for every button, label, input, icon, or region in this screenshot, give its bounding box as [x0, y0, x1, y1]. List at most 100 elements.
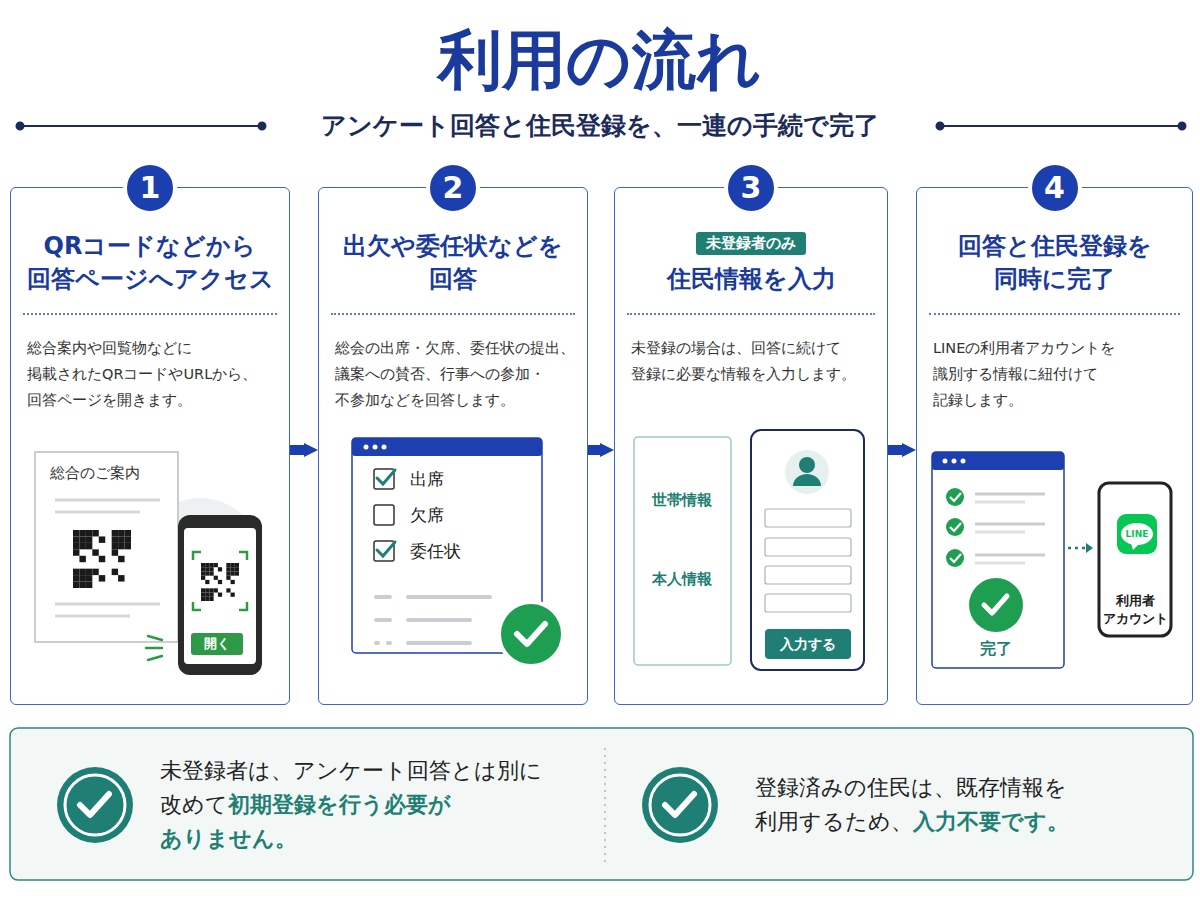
illustration-part	[118, 575, 124, 581]
illustration-part	[1131, 543, 1139, 550]
illustration-part	[642, 767, 718, 843]
illustration-part	[969, 578, 1023, 632]
illustration-part	[765, 509, 851, 612]
form-section-label: 世帯情報	[637, 489, 727, 511]
illustration-part	[218, 593, 222, 597]
status-label: 完了	[966, 638, 1026, 660]
illustration-part	[193, 552, 201, 560]
illustration-part	[376, 597, 490, 643]
illustration-part	[239, 552, 247, 560]
illustration-part	[112, 549, 118, 555]
illustration-part	[226, 571, 230, 575]
step-description: 総合案内や回覧物などに 掲載されたQRコードやURLから、 回答ページを開きます…	[23, 335, 277, 413]
illustration-part	[118, 556, 124, 562]
step-heading: 住民情報を入力	[667, 263, 836, 297]
illustration-part	[940, 125, 1182, 127]
illustration-part	[205, 593, 209, 597]
step-description: 総会の出席・欠席、委任状の提出、 議案への賛否、行事への参加・ 不参加などを回答…	[331, 335, 575, 413]
illustration-part	[79, 569, 85, 575]
illustration-part	[975, 523, 1045, 526]
illustration-part	[112, 543, 118, 549]
illustration-part	[79, 530, 85, 536]
illustration-part	[231, 563, 235, 567]
illustration-part	[201, 593, 205, 597]
illustration-part	[201, 588, 205, 592]
illustration-part	[1179, 123, 1186, 130]
illustration-part	[975, 501, 1025, 504]
illustration-part	[952, 459, 957, 464]
illustration-part	[408, 595, 490, 599]
illustration-part	[80, 794, 109, 815]
illustration-part	[112, 569, 118, 575]
illustration-part	[376, 618, 390, 622]
illustration-part	[1121, 523, 1153, 545]
illustration-part	[1099, 483, 1171, 636]
illustration-part	[226, 567, 230, 571]
illustration-part	[765, 566, 851, 584]
illustration-part	[373, 445, 378, 450]
step-heading: 出欠や委任状などを 回答	[331, 230, 575, 297]
flow-arrow	[888, 445, 902, 455]
illustration-part	[57, 767, 133, 843]
illustration-part	[35, 452, 178, 642]
illustration-part	[79, 575, 85, 581]
step-card: 4回答と住民登録を 同時に完了LINEの利用者アカウントを 識別する情報に紐付け…	[916, 187, 1193, 705]
step-card: 2出欠や委任状などを 回答総会の出席・欠席、委任状の提出、 議案への賛否、行事へ…	[318, 187, 588, 705]
illustration-part	[112, 536, 118, 542]
illustration-part	[209, 588, 213, 592]
illustration-part	[975, 562, 1025, 565]
illustration-part	[765, 509, 851, 527]
illustration-part	[17, 123, 24, 130]
illustration-part	[374, 505, 394, 525]
illustration-part	[946, 549, 964, 567]
illustration-part	[201, 563, 205, 567]
illustration-part	[92, 569, 98, 575]
illustration-part	[1068, 547, 1086, 550]
illustration-part	[408, 641, 470, 645]
illustration-part	[205, 571, 209, 575]
illustration-part	[191, 633, 243, 655]
illustration-part	[73, 569, 79, 575]
illustration-part	[377, 542, 395, 556]
illustration-part	[86, 530, 92, 536]
button-label: 開く	[191, 635, 243, 653]
illustration-part	[235, 563, 239, 567]
illustration-part	[231, 593, 235, 597]
illustration-part	[209, 567, 213, 571]
illustration-part	[374, 469, 394, 489]
illustration-part	[73, 530, 79, 536]
illustration-part	[793, 474, 821, 486]
app-logo-text: LINE	[1120, 528, 1154, 540]
step-number: 1	[123, 161, 177, 215]
illustration-part	[86, 575, 92, 581]
illustration-part	[55, 615, 130, 618]
step-number: 4	[1028, 161, 1082, 215]
benefit-note: 登録済みの住民は、既存情報を 利用するため、入力不要です。	[755, 771, 1135, 839]
illustration-part	[125, 530, 131, 536]
illustration-part	[205, 563, 209, 567]
illustration-part	[364, 445, 387, 450]
illustration-part	[376, 595, 390, 599]
illustration-part	[146, 647, 162, 650]
illustration-part	[377, 470, 395, 484]
illustration-part	[73, 549, 79, 555]
illustration-part	[984, 596, 1007, 613]
illustration-part	[73, 536, 79, 542]
illustration-part	[785, 450, 829, 494]
illustration-part	[201, 571, 205, 575]
illustration-part	[55, 511, 140, 514]
illustration-part	[1117, 514, 1157, 554]
illustration-part	[118, 543, 124, 549]
illustration-part	[946, 518, 964, 536]
illustration-part	[193, 552, 247, 610]
illustration-part	[209, 563, 213, 567]
illustration-part	[99, 575, 105, 581]
illustration-part	[55, 499, 160, 502]
button-label: 入力する	[765, 634, 851, 654]
illustration-part	[201, 563, 239, 601]
illustration-part	[86, 582, 92, 588]
illustration-part	[235, 571, 239, 575]
illustration-part	[950, 554, 961, 562]
checkbox-label: 欠席	[410, 504, 490, 526]
flow-arrow	[290, 445, 304, 455]
